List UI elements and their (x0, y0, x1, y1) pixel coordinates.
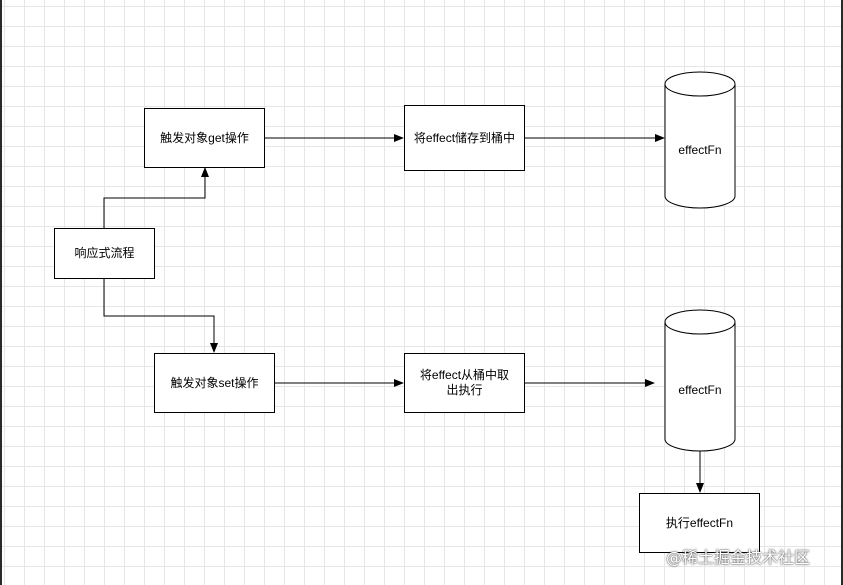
watermark: @稀土掘金技术社区 (666, 548, 811, 567)
node-effect-run-label: effectFn (678, 383, 722, 397)
edge-start-to-get (103, 167, 209, 228)
node-execute[interactable]: 执行effectFn (639, 493, 760, 553)
cylinder-effect-run (664, 309, 736, 452)
node-effect-store-label: effectFn (678, 143, 722, 157)
node-set-trigger[interactable]: 触发对象set操作 (154, 353, 275, 413)
edge-start-to-set (103, 279, 218, 353)
node-get-trigger[interactable]: 触发对象get操作 (144, 108, 265, 168)
node-start[interactable]: 响应式流程 (54, 228, 155, 279)
right-border (841, 0, 843, 585)
node-take-effect[interactable]: 将effect从桶中取出执行 (404, 353, 525, 413)
left-border (0, 0, 2, 585)
cylinder-effect-store (664, 71, 736, 209)
node-store-effect[interactable]: 将effect储存到桶中 (404, 105, 525, 171)
